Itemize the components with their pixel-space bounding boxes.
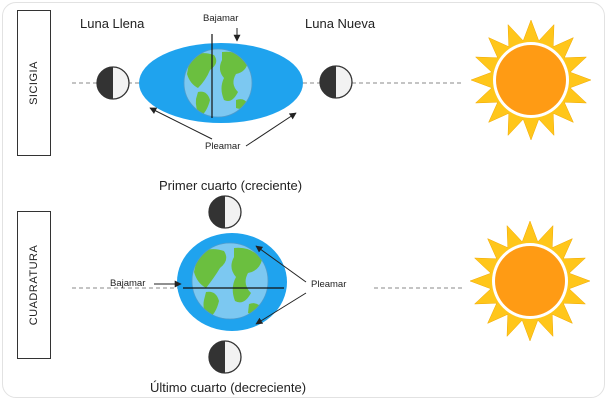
syzygy-side-label-box: SICIGIA <box>17 10 51 156</box>
first-quarter-moon-icon <box>208 195 242 229</box>
syzygy-high-tide-arrow-left <box>149 107 213 140</box>
syzygy-low-tide-label: Bajamar <box>203 13 239 24</box>
new-moon-label: Luna Nueva <box>305 16 376 31</box>
full-moon-label: Luna Llena <box>80 16 145 31</box>
sun-icon-quadrature <box>469 220 591 342</box>
quadrature-low-tide-label: Bajamar <box>110 278 146 289</box>
last-quarter-moon-icon <box>208 340 242 374</box>
full-moon-icon <box>96 66 130 100</box>
quadrature-high-tide-label: Pleamar <box>311 279 347 290</box>
quadrature-side-label-box: CUADRATURA <box>17 211 51 359</box>
first-quarter-label: Primer cuarto (creciente) <box>159 178 303 193</box>
last-quarter-label: Último cuarto (decreciente) <box>150 380 307 395</box>
syzygy-high-tide-label: Pleamar <box>205 141 241 152</box>
quadrature-high-tide-arrow-bottom <box>255 292 307 325</box>
quadrature-high-tide-arrow-top <box>255 245 307 283</box>
syzygy-earth <box>183 48 253 118</box>
new-moon-icon <box>319 65 353 99</box>
syzygy-high-tide-arrow-right <box>245 112 297 147</box>
quadrature-earth <box>191 242 269 320</box>
sun-icon-syzygy <box>470 19 592 141</box>
